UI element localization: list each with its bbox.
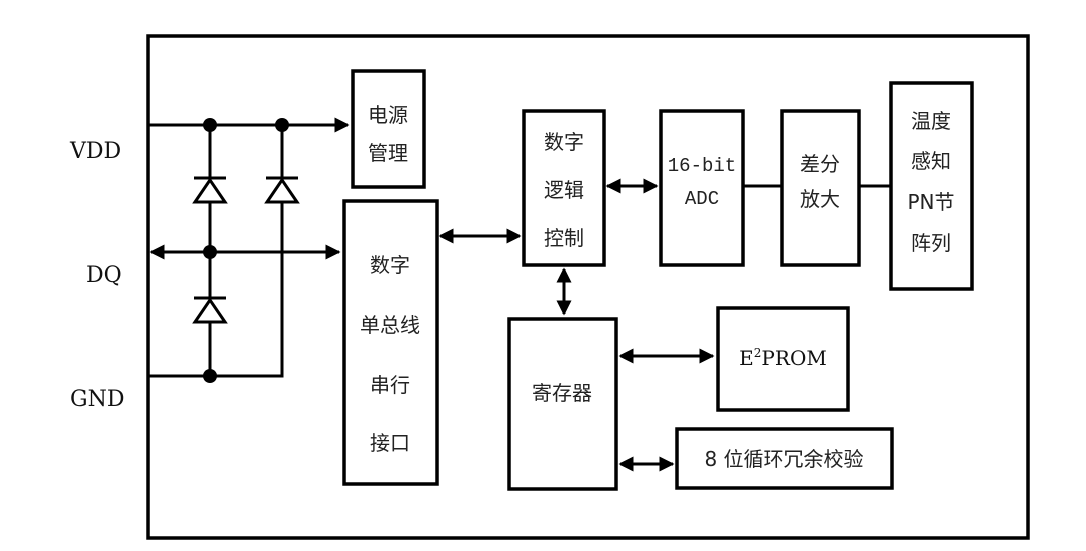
svg-text:串行: 串行	[370, 373, 410, 397]
gnd-wire	[148, 125, 284, 378]
svg-text:接口: 接口	[370, 431, 410, 455]
crc-block: 8 位循环冗余校验	[675, 427, 894, 490]
svg-text:数字: 数字	[544, 130, 584, 154]
svg-text:8 位循环冗余校验: 8 位循环冗余校验	[704, 447, 863, 471]
svg-text:ADC: ADC	[685, 188, 719, 210]
svg-text:管理: 管理	[368, 141, 408, 165]
svg-text:温度: 温度	[911, 109, 951, 133]
svg-text:数字: 数字	[370, 253, 410, 277]
pin-label-gnd: GND	[70, 387, 124, 412]
svg-text:感知: 感知	[911, 149, 951, 173]
pin-label-dq: DQ	[86, 263, 122, 288]
svg-text:电源: 电源	[368, 103, 408, 127]
svg-text:阵列: 阵列	[911, 231, 951, 255]
junction-dot	[203, 245, 217, 259]
temperature-sensor-block: 温度 感知 PN节 阵列	[889, 81, 974, 291]
svg-text:E2PROM: E2PROM	[739, 346, 827, 370]
junction-dot	[203, 118, 217, 132]
power-management-block: 电源 管理	[351, 69, 426, 189]
junction-dot	[203, 369, 217, 383]
svg-text:单总线: 单总线	[360, 313, 420, 337]
svg-text:逻辑: 逻辑	[544, 178, 584, 202]
diode-icon	[192, 176, 228, 204]
logic-control-block: 数字 逻辑 控制	[522, 109, 606, 267]
eeprom-block: E2PROM	[716, 306, 850, 412]
svg-text:寄存器: 寄存器	[532, 381, 592, 405]
diff-amp-block: 差分 放大	[780, 109, 861, 267]
adc-block: 16-bit ADC	[659, 109, 745, 267]
svg-text:PN节: PN节	[907, 190, 954, 214]
chip-outline	[146, 34, 1030, 540]
register-block: 寄存器	[507, 317, 618, 491]
diode-icon	[264, 176, 300, 204]
pin-label-vdd: VDD	[69, 139, 121, 164]
svg-text:放大: 放大	[800, 187, 840, 211]
svg-text:16-bit: 16-bit	[668, 155, 736, 177]
junction-dot	[275, 118, 289, 132]
diode-icon	[192, 296, 228, 324]
svg-text:控制: 控制	[544, 226, 584, 250]
svg-text:差分: 差分	[800, 152, 840, 176]
one-wire-interface-block: 数字 单总线 串行 接口	[342, 199, 439, 486]
